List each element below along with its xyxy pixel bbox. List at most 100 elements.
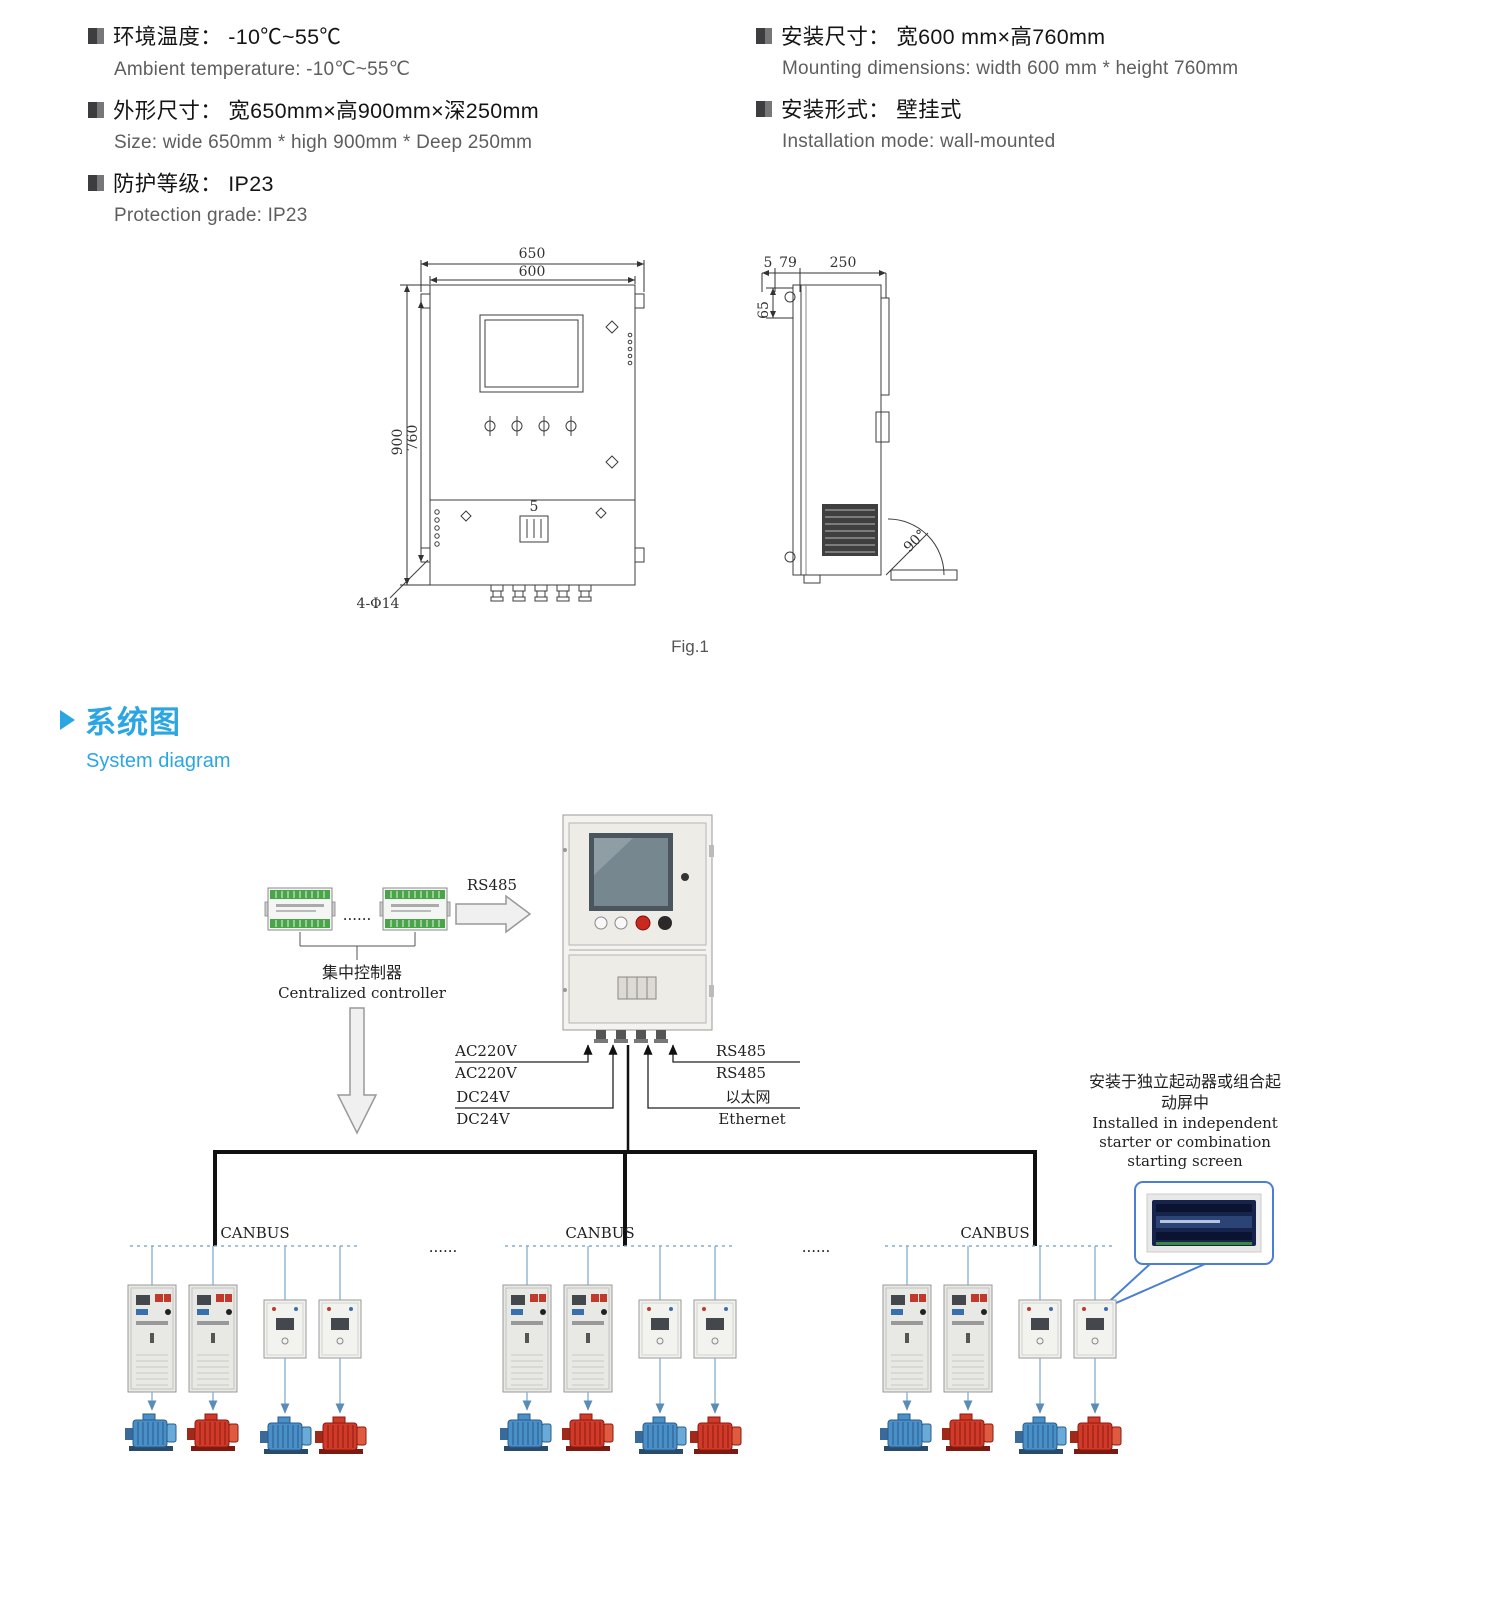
spec-zh-text: 外形尺寸： 宽650mm×高900mm×深250mm bbox=[113, 99, 539, 123]
hinge-icon bbox=[784, 291, 796, 303]
emergency-stop-button bbox=[635, 915, 651, 931]
wire-label-rs485-2: RS485 bbox=[716, 1064, 766, 1082]
dim-900: 900 bbox=[390, 429, 406, 456]
spec-item-mounting: 安装尺寸： 宽600 mm×高760mm Mounting dimensions… bbox=[756, 20, 1356, 80]
spec-zh-row: 环境温度： -10℃~55℃ bbox=[88, 20, 688, 51]
specs-left-column: 环境温度： -10℃~55℃ Ambient temperature: -10℃… bbox=[88, 20, 688, 240]
specs-right-column: 安装尺寸： 宽600 mm×高760mm Mounting dimensions… bbox=[756, 20, 1356, 166]
bullet-square-icon bbox=[756, 100, 772, 117]
spec-en-text: Ambient temperature: -10℃~55℃ bbox=[114, 59, 411, 80]
terminal-latch bbox=[519, 515, 549, 543]
canbus-label-1: CANBUS bbox=[220, 1224, 289, 1242]
canbus-label-3: CANBUS bbox=[960, 1224, 1029, 1242]
spec-zh-row: 防护等级： IP23 bbox=[88, 167, 688, 198]
cabinet-glands bbox=[594, 1030, 668, 1043]
canbus-trunk bbox=[213, 1045, 1037, 1246]
note-zh-line2: 动屏中 bbox=[1161, 1093, 1209, 1112]
figure-1-drawing: 650 600 900 760 5 4-Φ14 5 79 250 6 bbox=[357, 246, 958, 656]
dim-600: 600 bbox=[519, 264, 546, 280]
system-diagram: ...... 集中控制器 Centralized controller RS48… bbox=[0, 814, 1281, 1520]
spec-en-text: Protection grade: IP23 bbox=[114, 205, 308, 226]
bullet-square-icon bbox=[88, 27, 104, 44]
rs485-arrow-label: RS485 bbox=[467, 876, 517, 894]
dim-760: 760 bbox=[405, 425, 421, 452]
group-dots-1: ...... bbox=[429, 1238, 458, 1256]
dim-250: 250 bbox=[830, 255, 857, 271]
plc-callout bbox=[1099, 1181, 1274, 1311]
down-block-arrow-icon bbox=[336, 1007, 378, 1135]
spec-item-installation: 安装形式： 壁挂式 Installation mode: wall-mounte… bbox=[756, 93, 1356, 153]
dim-79: 79 bbox=[779, 255, 797, 271]
spec-zh-row: 安装尺寸： 宽600 mm×高760mm bbox=[756, 20, 1356, 51]
wire-label-dc24v-2: DC24V bbox=[456, 1110, 511, 1128]
spec-zh-text: 安装形式： 壁挂式 bbox=[781, 98, 962, 122]
section-title-zh: 系统图 bbox=[85, 705, 181, 740]
note-zh-line1: 安装于独立起动器或组合起 bbox=[1089, 1072, 1281, 1091]
dim-90deg: 90° bbox=[901, 527, 930, 556]
holes-leader-line bbox=[389, 559, 429, 599]
spec-en-text: Installation mode: wall-mounted bbox=[782, 131, 1056, 152]
hinge-icon bbox=[784, 551, 796, 563]
bottom-bracket bbox=[890, 569, 958, 581]
group-dots-2: ...... bbox=[802, 1238, 831, 1256]
bullet-square-icon bbox=[88, 174, 104, 191]
door-lock-icon bbox=[605, 455, 619, 469]
front-dimensions bbox=[400, 260, 645, 586]
note-en-line1: Installed in independent bbox=[1092, 1114, 1278, 1132]
spec-item-size: 外形尺寸： 宽650mm×高900mm×深250mm Size: wide 65… bbox=[88, 94, 688, 154]
note-en-line2: starter or combination bbox=[1099, 1133, 1271, 1151]
dim-650: 650 bbox=[519, 246, 546, 262]
side-view bbox=[784, 284, 958, 584]
canbus-label-2: CANBUS bbox=[565, 1224, 634, 1242]
wire-label-ac220v-2: AC220V bbox=[454, 1064, 518, 1082]
cable-glands bbox=[490, 584, 592, 602]
figure-caption: Fig.1 bbox=[671, 637, 709, 656]
module-dots: ...... bbox=[343, 906, 372, 924]
door-swing-arc bbox=[887, 518, 945, 576]
wire-label-rs485-1: RS485 bbox=[716, 1042, 766, 1060]
note-en-line3: starting screen bbox=[1127, 1152, 1243, 1170]
bullet-square-icon bbox=[756, 27, 772, 44]
controller-label-en: Centralized controller bbox=[278, 984, 447, 1002]
wire-label-dc24v-1: DC24V bbox=[456, 1088, 511, 1106]
spec-en-text: Size: wide 650mm * high 900mm * Deep 250… bbox=[114, 132, 533, 153]
callout-pointer bbox=[1099, 1263, 1206, 1311]
dim-latch-5: 5 bbox=[530, 499, 539, 515]
spec-zh-row: 外形尺寸： 宽650mm×高900mm×深250mm bbox=[88, 94, 688, 125]
installation-note: 安装于独立起动器或组合起 动屏中 Installed in independen… bbox=[1089, 1072, 1281, 1170]
controller-label-zh: 集中控制器 bbox=[322, 963, 402, 982]
bullet-square-icon bbox=[88, 101, 104, 118]
wire-label-ethernet-zh: 以太网 bbox=[725, 1088, 770, 1106]
spec-zh-row: 安装形式： 壁挂式 bbox=[756, 93, 1356, 124]
lower-panel-dots bbox=[434, 509, 440, 547]
spec-zh-text: 安装尺寸： 宽600 mm×高760mm bbox=[781, 25, 1106, 49]
dim-5: 5 bbox=[764, 255, 773, 271]
plc-module-image bbox=[1152, 1200, 1256, 1246]
dim-65: 65 bbox=[756, 301, 772, 319]
controller-bracket-lines bbox=[299, 932, 416, 960]
spec-item-protection: 防护等级： IP23 Protection grade: IP23 bbox=[88, 167, 688, 227]
spec-en-text: Mounting dimensions: width 600 mm * heig… bbox=[782, 58, 1239, 79]
door-lock-icon bbox=[605, 320, 619, 334]
section-arrow-icon bbox=[60, 709, 75, 730]
spec-zh-text: 防护等级： IP23 bbox=[113, 172, 274, 196]
wire-label-ethernet-en: Ethernet bbox=[718, 1110, 785, 1128]
main-controller-cabinet bbox=[562, 814, 714, 1043]
right-block-arrow-icon bbox=[455, 894, 532, 934]
dim-holes: 4-Φ14 bbox=[357, 596, 400, 612]
section-title-en: System diagram bbox=[86, 750, 231, 772]
canbus-group-1 bbox=[125, 1246, 366, 1454]
canbus-group-3 bbox=[880, 1246, 1121, 1454]
wire-label-ac220v-1: AC220V bbox=[454, 1042, 518, 1060]
side-dimensions bbox=[761, 268, 887, 319]
spec-zh-text: 环境温度： -10℃~55℃ bbox=[113, 25, 342, 49]
front-screen bbox=[479, 314, 584, 393]
front-indicators bbox=[484, 416, 577, 436]
spec-item-ambient: 环境温度： -10℃~55℃ Ambient temperature: -10℃… bbox=[88, 20, 688, 81]
section-header: 系统图 System diagram bbox=[60, 697, 231, 773]
front-view bbox=[389, 284, 645, 602]
hinge-dots bbox=[627, 332, 633, 366]
canbus-group-2 bbox=[500, 1246, 741, 1454]
cabinet-wires bbox=[455, 1044, 800, 1109]
vent-grille bbox=[822, 504, 878, 556]
